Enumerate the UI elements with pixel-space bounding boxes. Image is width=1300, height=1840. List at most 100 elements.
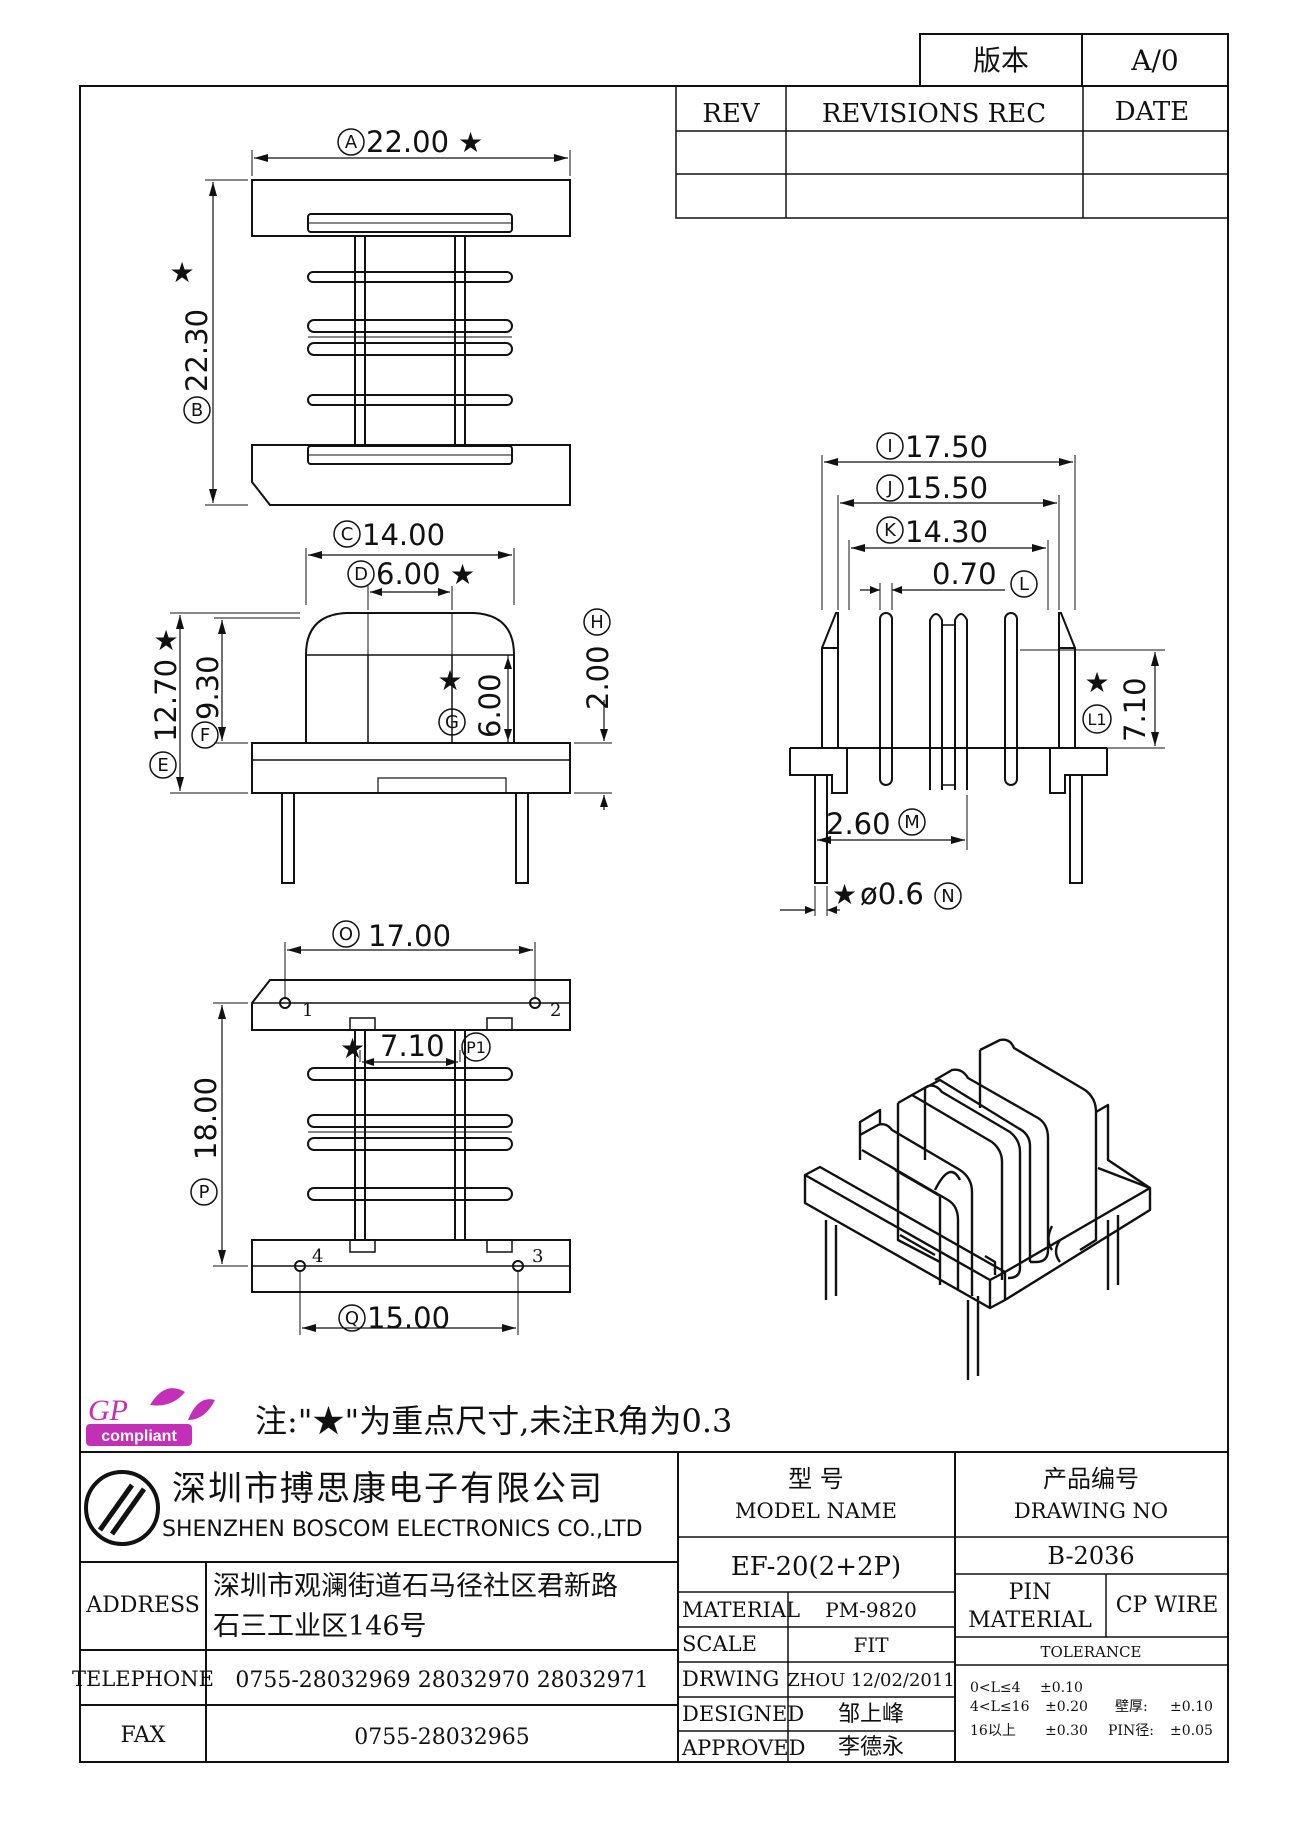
- dim-P1-value: 7.10: [380, 1029, 445, 1063]
- dim-E-value: 12.70: [149, 659, 183, 742]
- dim-K-value: 14.30: [905, 515, 988, 549]
- tolerance-extra-label: 壁厚:: [1115, 1699, 1148, 1715]
- version-value: A/0: [1130, 44, 1178, 77]
- dim-H: H 2.00: [581, 608, 615, 710]
- drwing-value: ZHOU 12/02/2011: [787, 1670, 955, 1691]
- designed-label: DESIGNED: [682, 1702, 804, 1726]
- model-name-cn: 型 号: [788, 1465, 844, 1493]
- dim-letter-I: I: [887, 436, 892, 457]
- front-view: [170, 548, 612, 884]
- title-block: [80, 1451, 1228, 1762]
- leaf-icon: [150, 1388, 185, 1406]
- isometric-view: [803, 1038, 1152, 1380]
- tolerance-value: ±0.30: [1045, 1723, 1088, 1739]
- tolerance-value: ±0.20: [1045, 1699, 1088, 1715]
- tolerance-extra-label: PIN径:: [1108, 1723, 1154, 1739]
- company-logo-icon: [84, 1470, 160, 1546]
- tolerance-value: ±0.10: [1040, 1680, 1083, 1696]
- dim-Q-value: 15.00: [367, 1301, 450, 1335]
- dim-B-label: ★ B 22.30: [169, 256, 214, 424]
- pin-4-label: 4: [312, 1246, 323, 1267]
- dim-letter-O: O: [339, 924, 353, 945]
- pin-material-value: CP WIRE: [1116, 1593, 1219, 1618]
- address-line-2: 石三工业区146号: [213, 1611, 427, 1642]
- dim-letter-F: F: [200, 725, 210, 746]
- tolerance-title: TOLERANCE: [1041, 1643, 1142, 1661]
- dim-L1: ★ L1 7.10: [1082, 666, 1152, 742]
- dim-I-value: 17.50: [905, 430, 988, 464]
- dim-M: 2.60 M: [826, 807, 926, 841]
- revision-table: REV REVISIONS REC DATE: [675, 85, 1229, 219]
- approved-label: APPROVED: [681, 1736, 805, 1760]
- version-label: 版本: [973, 44, 1029, 77]
- dim-letter-A: A: [345, 132, 358, 153]
- dim-L1-value: 7.10: [1118, 677, 1152, 742]
- dim-I: I 17.50: [876, 430, 988, 464]
- pin-labels: 1 2 3 4: [302, 1000, 561, 1267]
- address-label: ADDRESS: [85, 1593, 200, 1618]
- dim-F-value: 9.30: [191, 655, 225, 720]
- dim-L-value: 0.70: [932, 557, 997, 591]
- dim-E: ★ 12.70 E: [149, 624, 183, 779]
- drawing-no-cn: 产品编号: [1043, 1465, 1139, 1493]
- top-view: [205, 150, 571, 506]
- dim-P-value: 18.00: [189, 1077, 223, 1160]
- dim-letter-J: J: [886, 478, 892, 499]
- pin-3-label: 3: [532, 1246, 543, 1267]
- dim-H-value: 2.00: [581, 645, 615, 710]
- dim-letter-C: C: [341, 524, 354, 545]
- pin-2-label: 2: [550, 1000, 561, 1021]
- dim-O-value: 17.00: [368, 919, 451, 953]
- version-box: 版本 A/0: [919, 33, 1229, 87]
- dim-letter-P1: P1: [466, 1038, 486, 1057]
- dim-G: ★ G 6.00: [437, 664, 507, 738]
- designed-value: 邹上峰: [838, 1702, 904, 1727]
- dim-D-value: 6.00: [376, 557, 441, 591]
- dim-B-value: 22.30: [180, 309, 214, 392]
- pin-material-label-2: MATERIAL: [968, 1608, 1092, 1633]
- rev-header: REV: [702, 99, 761, 129]
- star-icon: ★: [153, 624, 178, 657]
- star-icon: ★: [832, 878, 857, 911]
- pin-1-label: 1: [302, 1000, 313, 1021]
- drawing-no-value: B-2036: [1047, 1542, 1134, 1570]
- tolerance-table: 0<L≤4 ±0.10 4<L≤16 ±0.20 壁厚: ±0.10 16以上 …: [970, 1680, 1213, 1739]
- tolerance-extra-value: ±0.05: [1170, 1723, 1213, 1739]
- tolerance-extra-value: ±0.10: [1170, 1699, 1213, 1715]
- model-name-label: MODEL NAME: [735, 1499, 897, 1523]
- date-header: DATE: [1115, 97, 1190, 127]
- side-view: [780, 455, 1165, 916]
- address-line-1: 深圳市观澜街道石马径社区君新路: [213, 1571, 618, 1602]
- material-label: MATERIAL: [682, 1598, 800, 1622]
- sheet-border: [79, 85, 1229, 1763]
- dim-letter-Q: Q: [345, 1308, 359, 1329]
- bottom-view: [213, 942, 571, 1335]
- dim-N: ★ ø0.6 N: [832, 877, 962, 911]
- revisions-rec-header: REVISIONS REC: [822, 99, 1046, 129]
- dim-Q: Q 15.00: [338, 1301, 450, 1335]
- dim-letter-P: P: [199, 1182, 210, 1203]
- company-name-cn: 深圳市搏思康电子有限公司: [172, 1469, 604, 1509]
- dim-letter-L1: L1: [1087, 710, 1106, 729]
- dim-O: O 17.00: [332, 919, 451, 953]
- tolerance-range: 16以上: [970, 1723, 1016, 1739]
- drwing-label: DRWING: [682, 1667, 779, 1691]
- star-icon: ★: [458, 126, 483, 159]
- star-icon: ★: [437, 664, 462, 697]
- company-name-en: SHENZHEN BOSCOM ELECTRONICS CO.,LTD: [162, 1517, 643, 1542]
- dim-A-value: 22.00: [366, 125, 449, 159]
- dim-J: J 15.50: [876, 471, 988, 505]
- dim-P: 18.00 P: [189, 1077, 223, 1206]
- dim-letter-M: M: [904, 812, 920, 833]
- star-icon: ★: [169, 256, 194, 289]
- dim-N-value: ø0.6: [860, 877, 924, 911]
- dim-letter-N: N: [941, 886, 954, 907]
- dim-letter-L: L: [1019, 574, 1029, 595]
- tolerance-range: 4<L≤16: [970, 1699, 1030, 1715]
- dim-letter-D: D: [354, 564, 368, 585]
- gp-logo: GP compliant: [86, 1388, 215, 1446]
- pin-material-label-1: PIN: [1009, 1580, 1052, 1605]
- gp-text: GP: [88, 1394, 128, 1427]
- dim-F: 9.30 F: [191, 655, 225, 749]
